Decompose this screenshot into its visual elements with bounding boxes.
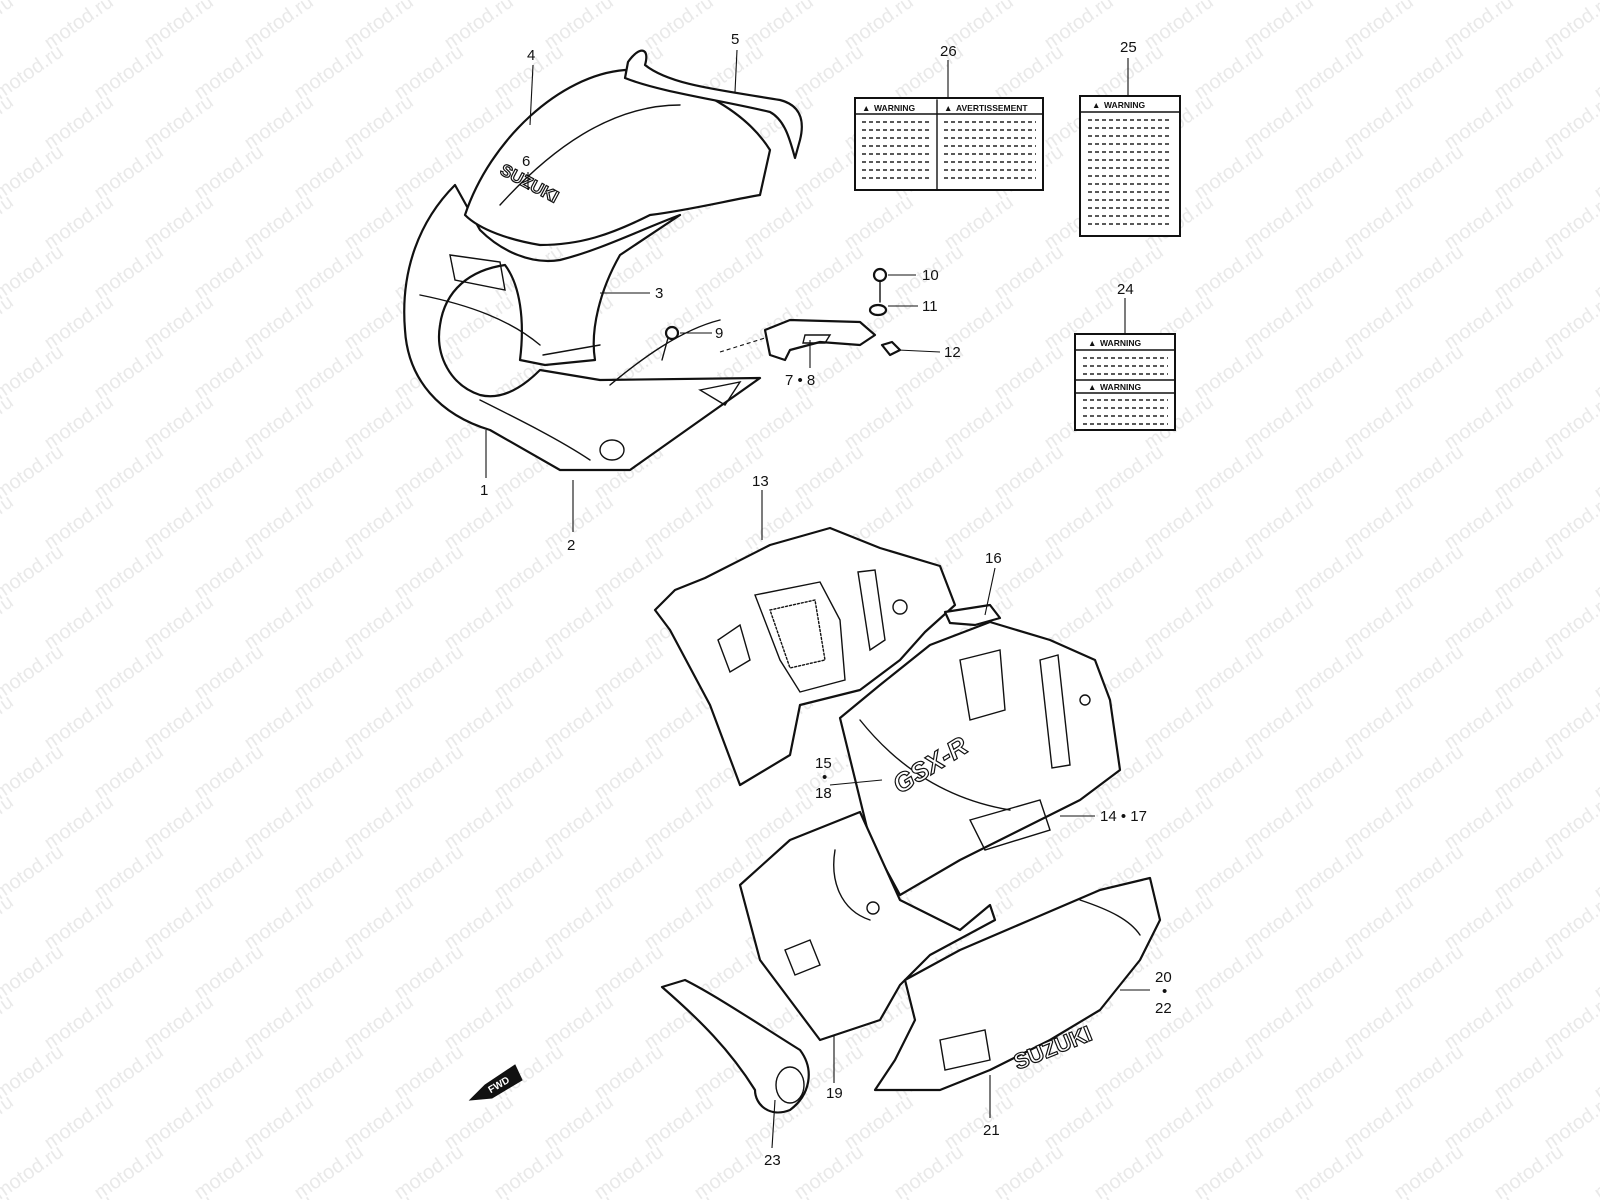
callout-1: 1 — [480, 482, 488, 499]
inner-panel[interactable] — [653, 526, 957, 787]
callout-9: 9 — [715, 325, 723, 342]
callout-23: 23 — [764, 1152, 781, 1169]
callout-2: 2 — [567, 537, 575, 554]
screw-9[interactable] — [661, 325, 680, 361]
watermark-text: motod.ru — [0, 941, 68, 1004]
watermark-text: motod.ru — [0, 641, 68, 704]
watermark-text: motod.ru — [790, 1141, 867, 1200]
nut-12[interactable] — [880, 340, 902, 357]
svg-text:▲: ▲ — [1092, 100, 1100, 110]
watermark-text: motod.ru — [0, 891, 18, 954]
watermark-text: motod.ru — [0, 41, 68, 104]
upper-cowling[interactable] — [403, 183, 762, 472]
bracket[interactable] — [719, 318, 877, 362]
callout-15: 15 — [815, 755, 832, 772]
windscreen[interactable]: SUZUKI — [463, 68, 772, 247]
callout-20: 20 — [1155, 969, 1172, 986]
callout-3: 3 — [655, 285, 663, 302]
screw-10[interactable] — [872, 267, 888, 303]
label-26-heading-left: WARNING — [874, 103, 915, 113]
watermark-text: motod.ru — [1390, 1141, 1467, 1200]
callout-16: 16 — [985, 550, 1002, 567]
callout-26: 26 — [940, 43, 957, 60]
leader-lines — [485, 49, 1150, 1149]
label-25-heading: WARNING — [1104, 100, 1145, 110]
watermark-text: motod.ru — [1090, 1141, 1167, 1200]
svg-text:▲: ▲ — [1088, 338, 1096, 348]
watermark-text: motod.ru — [0, 1091, 18, 1154]
watermark-text: motod.ru — [0, 341, 68, 404]
watermark-text: motod.ru — [990, 1141, 1067, 1200]
watermark-text: motod.ru — [690, 1141, 767, 1200]
callout-dot-15-18: • — [822, 769, 827, 786]
watermark-text: motod.ru — [0, 841, 68, 904]
callout-22: 22 — [1155, 1000, 1172, 1017]
watermark-text: motod.ru — [890, 1141, 967, 1200]
side-fairing[interactable]: GSX-R — [838, 620, 1122, 897]
watermark-text: motod.ru — [0, 191, 18, 254]
watermark-text: motod.ru — [0, 291, 18, 354]
callout-dot-20-22: • — [1162, 983, 1167, 1000]
watermark-text: motod.ru — [1490, 1141, 1567, 1200]
warning-label-26[interactable]: ▲ WARNING ▲ AVERTISSEMENT — [854, 97, 1044, 191]
callout-5: 5 — [731, 31, 739, 48]
watermark-text: motod.ru — [0, 741, 68, 804]
callout-12: 12 — [944, 344, 961, 361]
watermark-text: motod.ru — [0, 591, 18, 654]
watermark-text: motod.ru — [1290, 1141, 1367, 1200]
watermark-text: motod.ru — [1540, 1191, 1600, 1200]
watermark-text: motod.ru — [0, 0, 18, 54]
watermark-text: motod.ru — [0, 991, 18, 1054]
callouts: 1 2 3 4 5 6 7 • 8 9 10 11 12 13 14 • 17 … — [480, 31, 1172, 1169]
svg-text:▲: ▲ — [1088, 382, 1096, 392]
watermark-text: motod.ru — [0, 1041, 68, 1104]
label-24-heading-top: WARNING — [1100, 338, 1141, 348]
under-cowl[interactable] — [738, 810, 997, 1042]
svg-text:▲: ▲ — [862, 103, 870, 113]
windscreen-seal[interactable] — [623, 49, 803, 160]
watermark-text: motod.ru — [90, 1141, 167, 1200]
watermark-text: motod.ru — [0, 541, 68, 604]
callout-18: 18 — [815, 785, 832, 802]
watermark-text: motod.ru — [0, 391, 18, 454]
watermark-text: motod.ru — [390, 1141, 467, 1200]
label-26-heading-right: AVERTISSEMENT — [956, 103, 1028, 113]
vent-duct[interactable] — [660, 978, 810, 1114]
watermark-text: motod.ru — [1590, 1141, 1600, 1200]
callout-10: 10 — [922, 267, 939, 284]
watermark-text: motod.ru — [0, 1141, 68, 1200]
washer-11[interactable] — [868, 303, 888, 317]
watermark-text: motod.ru — [490, 1141, 567, 1200]
callout-25: 25 — [1120, 39, 1137, 56]
callout-11: 11 — [922, 298, 938, 315]
callout-19: 19 — [826, 1085, 843, 1102]
callout-6: 6 — [522, 153, 530, 170]
callout-4: 4 — [527, 47, 535, 64]
callout-13: 13 — [752, 473, 769, 490]
watermark-text: motod.ru — [0, 791, 18, 854]
watermark-text: motod.ru — [1190, 1141, 1267, 1200]
watermark-text: motod.ru — [0, 241, 68, 304]
svg-text:▲: ▲ — [944, 103, 952, 113]
watermark-text: motod.ru — [0, 141, 68, 204]
callout-14-17: 14 • 17 — [1100, 808, 1147, 825]
watermark-text: motod.ru — [0, 441, 68, 504]
watermark-text: motod.ru — [190, 1141, 267, 1200]
callout-24: 24 — [1117, 281, 1134, 298]
callout-7-8: 7 • 8 — [785, 372, 815, 389]
warning-label-25[interactable]: ▲ WARNING — [1079, 95, 1181, 237]
label-24-heading-bottom: WARNING — [1100, 382, 1141, 392]
watermark-text: motod.ru — [0, 91, 18, 154]
watermark-text: motod.ru — [290, 1141, 367, 1200]
callout-21: 21 — [983, 1122, 1000, 1139]
warning-label-24[interactable]: ▲ WARNING ▲ WARNING — [1074, 333, 1176, 431]
watermark-text: motod.ru — [0, 491, 18, 554]
watermark-text: motod.ru — [590, 1141, 667, 1200]
watermark-text: motod.ru — [0, 691, 18, 754]
